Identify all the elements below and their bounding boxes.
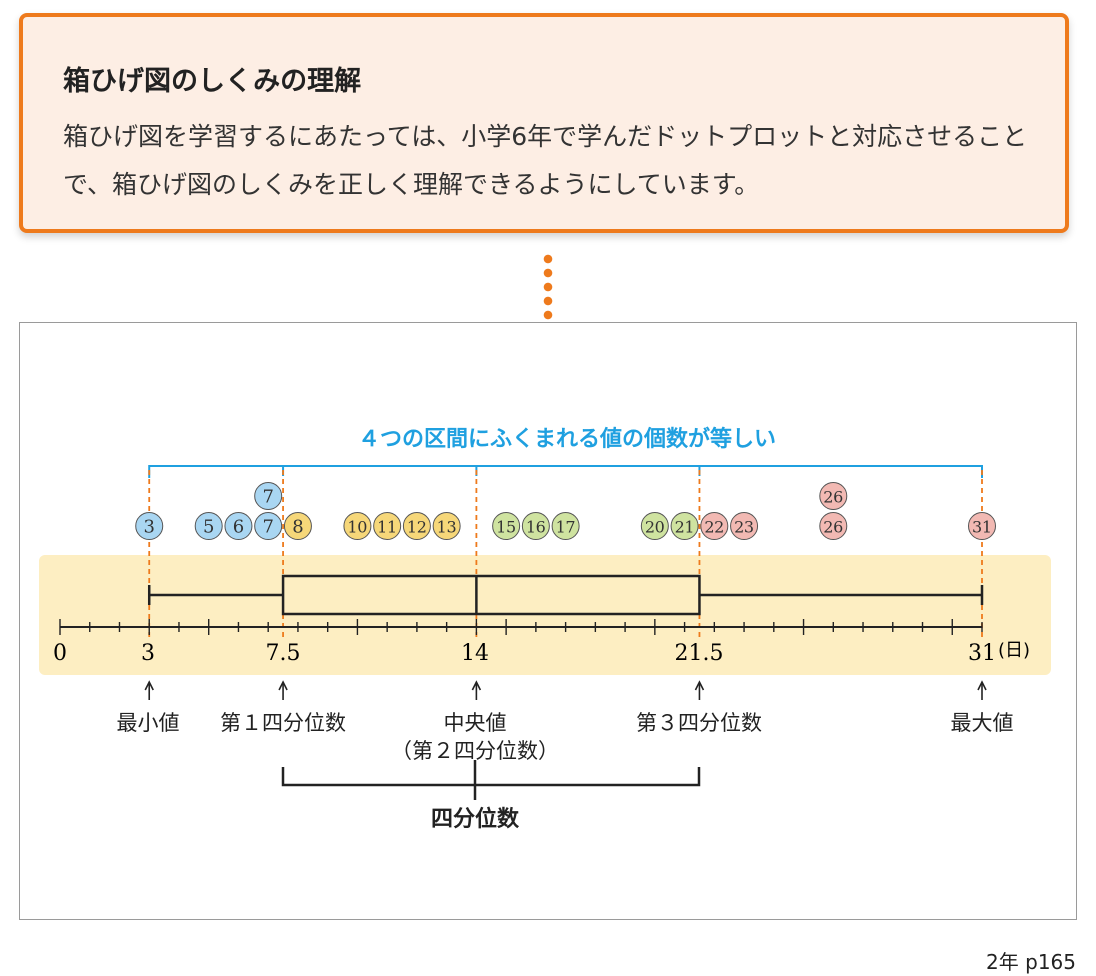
data-dot-label: 21 bbox=[675, 518, 695, 537]
axis-label-0: 0 bbox=[53, 641, 67, 666]
data-dot bbox=[670, 512, 699, 540]
data-dot bbox=[224, 512, 253, 540]
number-line bbox=[59, 619, 983, 635]
data-dot-label: 6 bbox=[233, 517, 244, 538]
data-dot-label: 5 bbox=[203, 517, 214, 538]
q3-label: 第３四分位数 bbox=[636, 711, 762, 735]
median-sub-label: （第２四分位数） bbox=[391, 739, 559, 763]
data-dot bbox=[492, 512, 521, 540]
data-dot-label: 26 bbox=[823, 488, 843, 507]
bracket-line bbox=[148, 465, 983, 478]
axis-label-14: 14 bbox=[461, 641, 489, 666]
data-dot-label: 22 bbox=[704, 518, 724, 537]
pointer-arrow-head bbox=[977, 680, 987, 691]
min-label: 最小値 bbox=[117, 711, 180, 735]
quartile-box bbox=[281, 574, 701, 616]
dotted-connector bbox=[543, 252, 553, 352]
callout-body: 箱ひげ図を学習するにあたっては、小学6年で学んだドットプロットと対応させることで… bbox=[63, 122, 1028, 199]
data-dot bbox=[402, 512, 431, 540]
axis-label-7-5: 7.5 bbox=[266, 641, 301, 666]
page-reference: 2年 p165 bbox=[986, 950, 1076, 974]
data-dot bbox=[283, 512, 312, 540]
data-dot-label: 8 bbox=[292, 517, 303, 538]
q1-label: 第１四分位数 bbox=[220, 711, 346, 735]
axis-label-21-5: 21.5 bbox=[675, 641, 724, 666]
pointer-arrow-head bbox=[471, 680, 482, 691]
interval-bracket bbox=[148, 465, 983, 478]
data-dot bbox=[730, 512, 759, 540]
data-dot bbox=[700, 512, 729, 540]
data-dot-label: 31 bbox=[972, 518, 992, 537]
data-dot-label: 26 bbox=[823, 518, 843, 537]
data-dot bbox=[551, 512, 580, 540]
data-dot-label: 7 bbox=[262, 487, 273, 508]
data-dot bbox=[254, 512, 283, 540]
data-dot bbox=[640, 512, 669, 540]
data-dot bbox=[194, 512, 223, 540]
explanation-callout: 箱ひげ図のしくみの理解 箱ひげ図を学習するにあたっては、小学6年で学んだドットプ… bbox=[19, 13, 1069, 233]
pointer-arrow-head bbox=[694, 680, 705, 691]
pointer-arrow-head bbox=[144, 680, 154, 691]
data-dot bbox=[819, 512, 848, 540]
data-dot bbox=[254, 482, 283, 510]
data-dot bbox=[373, 512, 402, 540]
data-dot bbox=[432, 512, 461, 540]
data-dot-label: 16 bbox=[526, 518, 546, 537]
box-plot bbox=[147, 574, 984, 616]
max-label: 最大値 bbox=[951, 711, 1014, 735]
data-dot-label: 15 bbox=[496, 518, 516, 537]
data-dot-label: 11 bbox=[377, 518, 397, 537]
data-dot-label: 3 bbox=[143, 517, 154, 538]
pointer-arrow-head bbox=[278, 680, 288, 691]
data-dot bbox=[521, 512, 550, 540]
median-label: 中央値 bbox=[444, 711, 507, 735]
callout-title: 箱ひげ図のしくみの理解 bbox=[63, 66, 362, 97]
quartile-guide-lines bbox=[148, 470, 983, 640]
data-dot-label: 7 bbox=[262, 517, 273, 538]
interval-caption: ４つの区間にふくまれる値の個数が等しい bbox=[358, 426, 776, 452]
data-dot-label: 12 bbox=[407, 518, 427, 537]
data-dot bbox=[968, 512, 996, 540]
data-dot-label: 23 bbox=[734, 518, 754, 537]
axis-label-31: 31 bbox=[968, 641, 996, 666]
axis-label-3: 3 bbox=[141, 641, 155, 666]
data-dot bbox=[135, 512, 164, 540]
axis-unit: (日) bbox=[998, 640, 1030, 661]
quartiles-label: 四分位数 bbox=[431, 806, 520, 832]
data-dot-label: 17 bbox=[556, 518, 576, 537]
five-number-labels: 最小値 第１四分位数 中央値 （第２四分位数） 第３四分位数 最大値 bbox=[117, 711, 1014, 763]
data-dot bbox=[343, 512, 372, 540]
axis-labels: 0 3 7.5 14 21.5 31 (日) bbox=[53, 640, 1030, 666]
data-dot bbox=[819, 482, 848, 510]
data-dot-label: 10 bbox=[347, 518, 367, 537]
data-dot-label: 20 bbox=[645, 518, 665, 537]
pointer-arrows bbox=[144, 680, 987, 700]
quartile-bracket bbox=[281, 760, 701, 800]
data-dot-label: 13 bbox=[437, 518, 457, 537]
